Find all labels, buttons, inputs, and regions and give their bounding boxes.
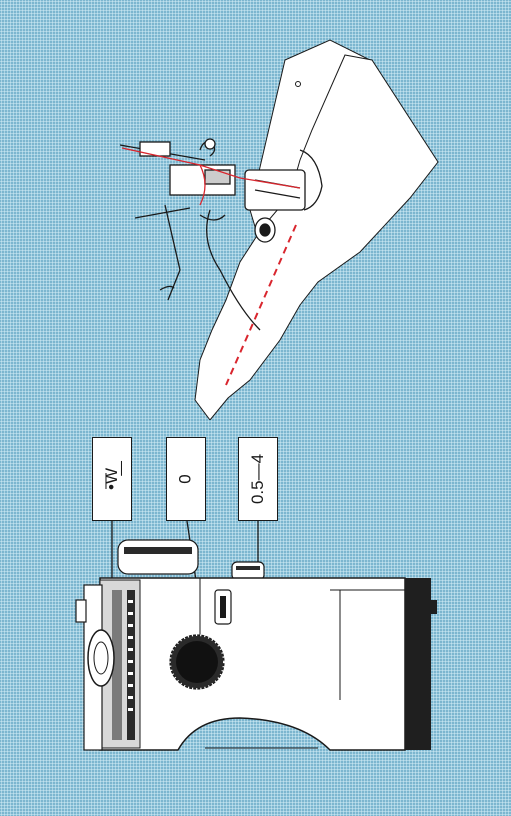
- machine-end-cap: [405, 578, 431, 750]
- handwheel-icon: [88, 630, 114, 686]
- machine-body: [100, 578, 405, 750]
- top-dial: [118, 540, 198, 574]
